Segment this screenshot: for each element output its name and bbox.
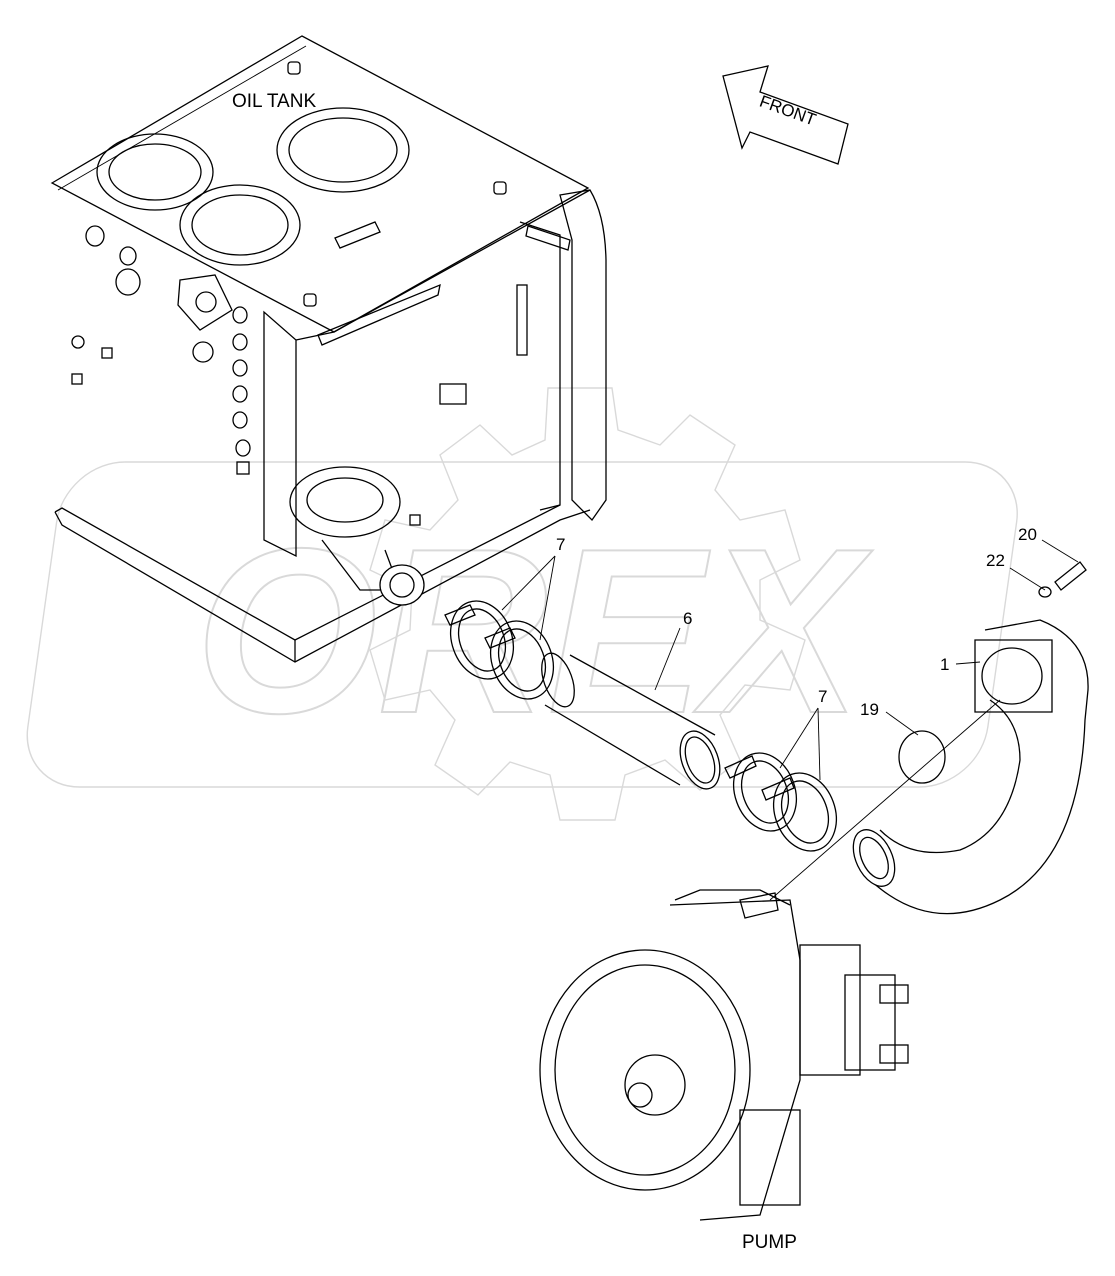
oil-tank-label: OIL TANK (232, 91, 316, 112)
pump: PUMP (539, 889, 909, 1253)
callouts: 20 22 1 19 7 7 6 (556, 525, 1037, 719)
callout-22: 22 (986, 551, 1005, 570)
o-ring (898, 730, 946, 784)
front-arrow: FRONT (722, 65, 849, 165)
callout-6: 6 (683, 609, 692, 628)
callout-1: 1 (940, 655, 949, 674)
hose-clamps-upper (444, 600, 554, 700)
pump-label: PUMP (742, 1232, 797, 1253)
front-label: FRONT (757, 92, 819, 130)
watermark-text: OREX (195, 499, 873, 762)
leader-lines (501, 539, 1079, 901)
callout-19: 19 (860, 700, 879, 719)
watermark-logo: OREX (26, 387, 1018, 821)
callout-7-lower: 7 (818, 687, 827, 706)
hose-clamps-lower (724, 752, 837, 852)
callout-7-upper: 7 (556, 535, 565, 554)
oil-tank: OIL TANK (50, 35, 607, 663)
callout-20: 20 (1018, 525, 1037, 544)
suction-hose (541, 652, 721, 790)
bolt-and-washer (1038, 561, 1087, 598)
suction-pipe (852, 619, 1089, 915)
